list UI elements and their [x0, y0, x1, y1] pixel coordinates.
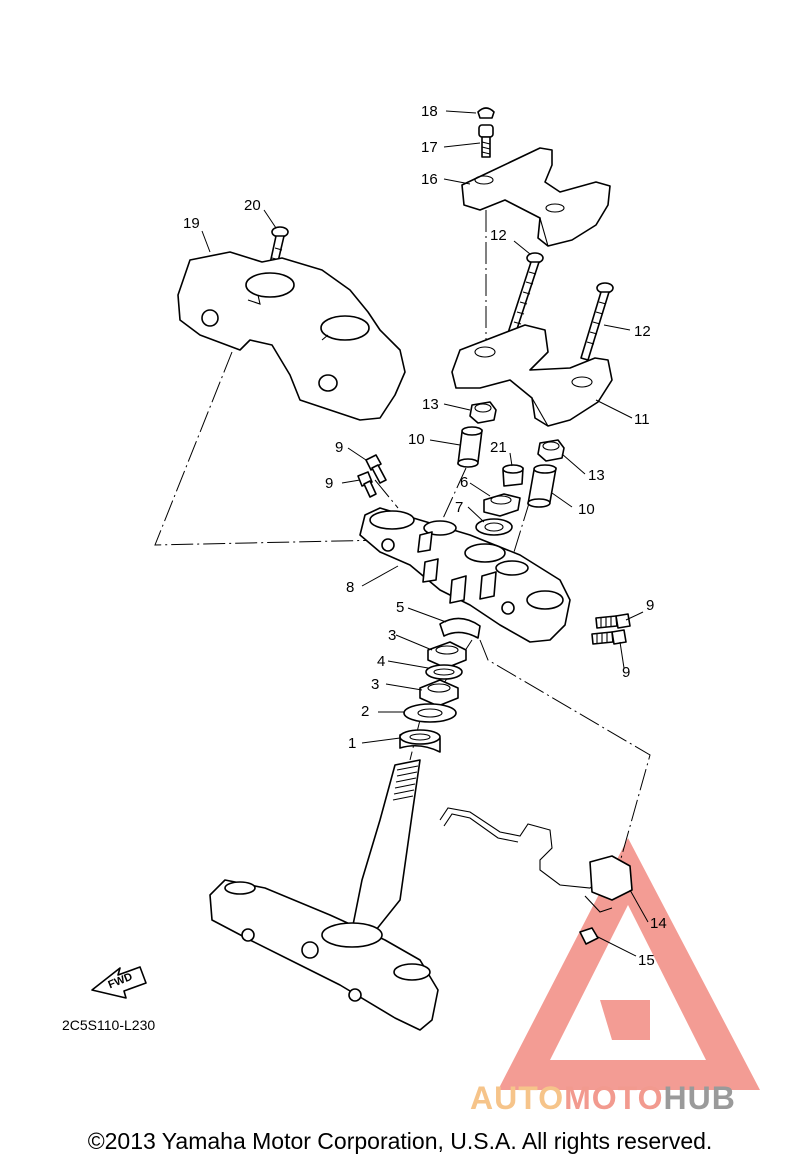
hose-guide-14 [439, 807, 633, 913]
callout-17: 17 [421, 139, 438, 156]
callout-20: 20 [244, 197, 261, 214]
watermark-logo [498, 838, 760, 1090]
assembly-line-10b [509, 499, 531, 566]
callout-3-lower: 3 [371, 676, 379, 693]
collar-21 [502, 464, 524, 487]
assembly-line-stem [409, 639, 473, 761]
watermark-moto: MOTO [564, 1080, 664, 1116]
callout-8: 8 [346, 579, 354, 596]
upper-bracket-8 [359, 507, 571, 643]
handlebar-holder-lower-11 [451, 324, 613, 427]
ring-nut-3-lower [419, 679, 459, 707]
callout-6: 6 [460, 474, 468, 491]
callout-12-right: 12 [634, 323, 651, 340]
callout-10-right: 10 [578, 501, 595, 518]
bolt-9-d [591, 629, 627, 645]
fwd-arrow-icon: FWD [91, 966, 147, 999]
callout-labels: 18 17 16 20 19 12 12 11 13 13 10 10 21 9… [183, 103, 667, 969]
nut-6 [483, 493, 521, 517]
bolt-9-c [595, 613, 631, 629]
callout-14: 14 [650, 915, 667, 932]
callout-1: 1 [348, 735, 356, 752]
callout-13-right: 13 [588, 467, 605, 484]
callout-9-a: 9 [335, 439, 343, 456]
callout-11: 11 [634, 411, 650, 428]
watermark-auto: AUTO [470, 1080, 565, 1116]
callout-2: 2 [361, 703, 369, 720]
assembly-line-19-8 [154, 351, 386, 546]
assembly-line-14 [479, 639, 651, 863]
callout-9-b: 9 [325, 475, 333, 492]
bolt-12-left [507, 252, 544, 336]
assembly-line-10a [439, 467, 467, 526]
callout-9-c: 9 [646, 597, 654, 614]
nut-13-right [537, 439, 565, 462]
leader-lines [201, 110, 649, 957]
bolt-9-b [357, 471, 377, 498]
callout-19: 19 [183, 215, 200, 232]
watermark-inner-mark-icon [600, 1000, 650, 1040]
diagram-code: 2C5S110-L230 [62, 1017, 156, 1033]
callout-4: 4 [377, 653, 385, 670]
callout-7: 7 [455, 499, 463, 516]
bolt-9-a [365, 454, 387, 484]
callout-5: 5 [396, 599, 404, 616]
copyright-notice: ©2013 Yamaha Motor Corporation, U.S.A. A… [87, 1128, 713, 1154]
bearing-cover-2 [403, 703, 457, 723]
callout-3-upper: 3 [388, 627, 396, 644]
ring-nut-3-upper [427, 641, 467, 669]
nut-13-left [469, 401, 497, 424]
collar-10-left [457, 426, 483, 468]
callout-9-d: 9 [622, 664, 630, 681]
bolt-15 [579, 927, 599, 945]
callout-12-left: 12 [490, 227, 507, 244]
under-bracket-stem [209, 759, 439, 1031]
lock-washer-5 [439, 617, 481, 639]
bearing-1 [399, 729, 441, 753]
watermark-hub: HUB [663, 1080, 736, 1116]
assembly-lines [154, 210, 651, 863]
callout-21: 21 [490, 439, 507, 456]
handlebar-holder-upper-16 [461, 147, 611, 247]
assembly-line-bolt-9 [374, 479, 399, 509]
bolt-12-right [580, 282, 614, 361]
upper-cover-19 [177, 251, 406, 421]
washer-4 [425, 664, 463, 680]
washer-7 [475, 518, 513, 536]
cap-18 [477, 107, 495, 119]
watermark-triangle-icon [498, 838, 760, 1090]
collar-10-right [527, 464, 557, 508]
callout-16: 16 [421, 171, 438, 188]
watermark-text: AUTOMOTOHUB [470, 1080, 736, 1117]
callout-15: 15 [638, 952, 655, 969]
callout-18: 18 [421, 103, 438, 120]
bolt-17 [478, 124, 494, 158]
callout-10-left: 10 [408, 431, 425, 448]
callout-13-left: 13 [422, 396, 439, 413]
